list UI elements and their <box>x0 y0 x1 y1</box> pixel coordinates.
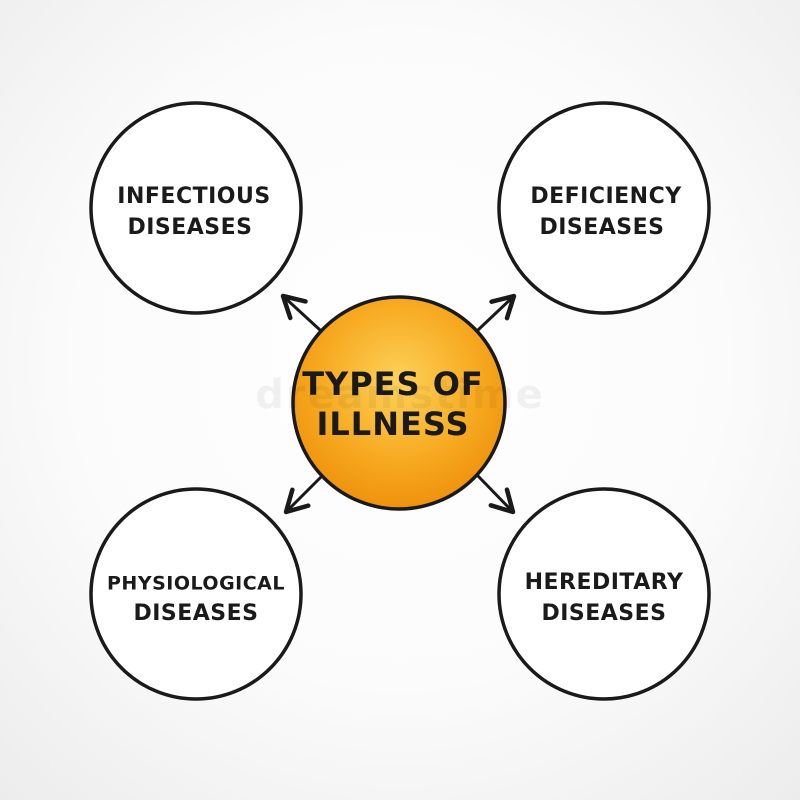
arrow-to-hereditary <box>476 474 516 515</box>
center-node-circle <box>291 295 507 511</box>
node-physiological-circle <box>89 487 303 701</box>
arrow-to-deficiency <box>476 293 517 332</box>
node-deficiency-line1: DEFICIENCY <box>530 184 682 209</box>
node-physiological: PHYSIOLOGICAL DISEASES <box>89 487 303 701</box>
center-node: TYPES OF ILLNESS <box>291 295 507 511</box>
node-deficiency-circle <box>497 101 711 315</box>
center-title-line2: ILLNESS <box>317 405 470 443</box>
node-infectious-circle <box>89 101 303 315</box>
center-title-line1: TYPES OF <box>302 365 484 403</box>
node-deficiency: DEFICIENCY DISEASES <box>497 101 711 315</box>
arrow-to-physiological <box>283 474 324 515</box>
node-hereditary-line1: HEREDITARY <box>525 570 684 595</box>
node-hereditary-line2: DISEASES <box>541 601 666 626</box>
node-hereditary: HEREDITARY DISEASES <box>497 487 711 701</box>
node-deficiency-line2: DISEASES <box>539 215 664 240</box>
node-infectious: INFECTIOUS DISEASES <box>89 101 303 315</box>
node-hereditary-circle <box>497 487 711 701</box>
node-infectious-line2: DISEASES <box>127 215 252 240</box>
node-infectious-line1: INFECTIOUS <box>117 184 270 209</box>
node-physiological-line1: PHYSIOLOGICAL <box>107 573 285 595</box>
node-physiological-line2: DISEASES <box>133 601 258 626</box>
arrow-to-infectious <box>280 293 322 332</box>
